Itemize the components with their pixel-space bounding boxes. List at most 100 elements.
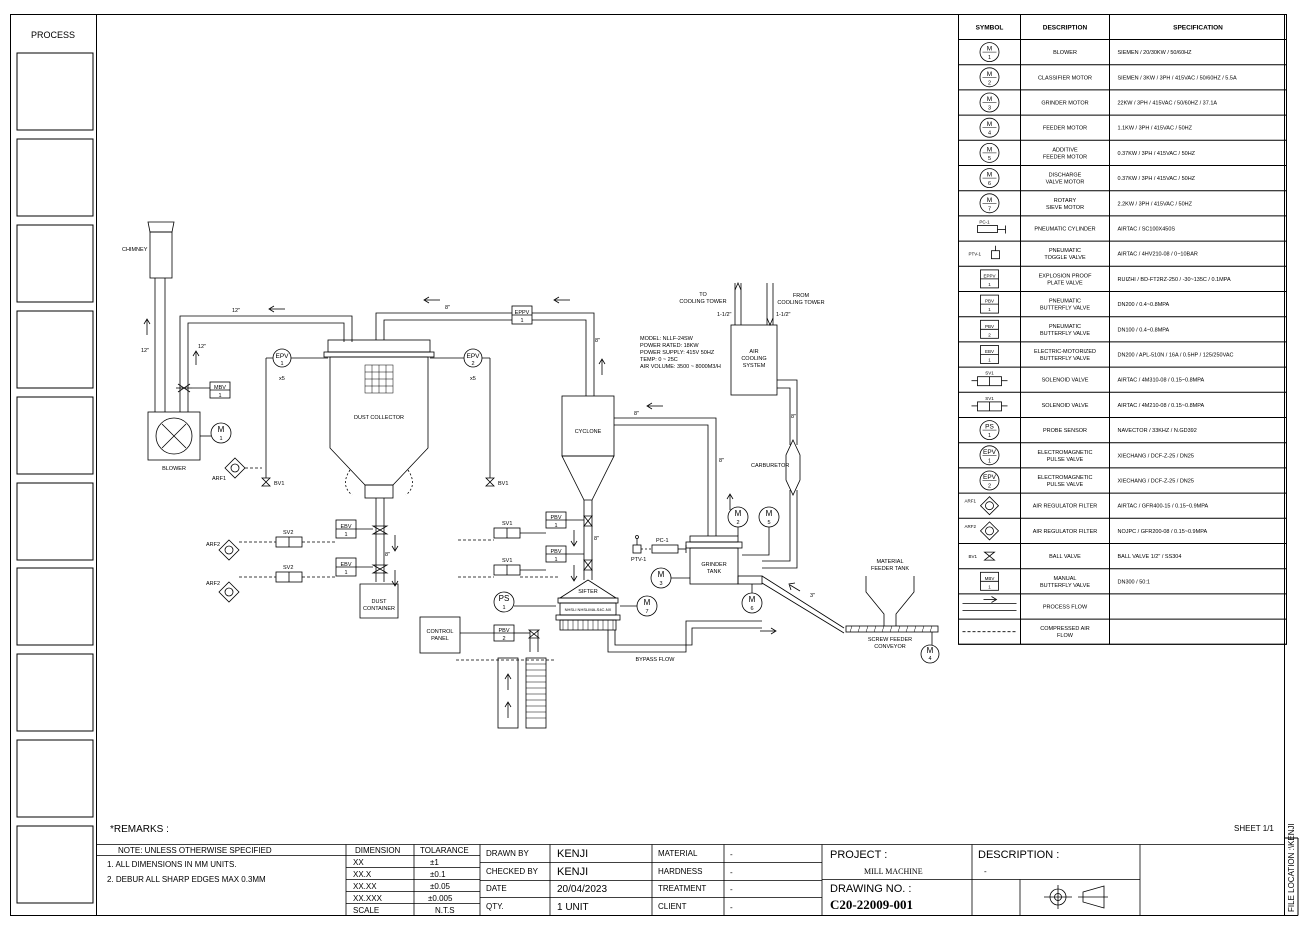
svg-text:SV1: SV1 [502, 558, 512, 564]
svg-text:20/04/2023: 20/04/2023 [557, 884, 607, 895]
svg-text:2. DEBUR ALL SHARP EDGES MAX 0: 2. DEBUR ALL SHARP EDGES MAX 0.3MM [107, 875, 266, 884]
legend-header-specification: SPECIFICATION [1173, 25, 1223, 32]
svg-text:PBV: PBV [550, 549, 561, 555]
svg-text:SYSTEM: SYSTEM [743, 363, 766, 369]
svg-text:1: 1 [554, 557, 557, 563]
dust-collector: DUST COLLECTOR [323, 339, 435, 499]
svg-text:N.T.S: N.T.S [435, 906, 455, 915]
svg-text:5: 5 [988, 156, 991, 162]
process-boxes [16, 52, 94, 904]
svg-text:2: 2 [471, 361, 474, 367]
svg-text:1: 1 [344, 532, 347, 538]
legend-symbol-filter: ARF1 [965, 496, 1000, 516]
svg-text:M: M [658, 570, 665, 579]
svg-text:BV1: BV1 [274, 481, 284, 487]
svg-text:XX: XX [353, 858, 364, 867]
legend-symbol-filter: ARF2 [965, 521, 1000, 541]
svg-text:1: 1 [988, 307, 991, 312]
process-box [16, 482, 94, 561]
legend-specification: 0.37KW / 3PH / 415VAC / 50HZ [1118, 176, 1196, 182]
legend-description: PLATE VALVE [1047, 280, 1083, 286]
legend-symbol-cylinder: PC-1 [977, 220, 1006, 234]
svg-text:MBV: MBV [214, 385, 226, 391]
legend-description: FEEDER MOTOR [1043, 126, 1087, 132]
legend-symbol-motor: M7 [979, 193, 1000, 214]
cyclone-label: CYCLONE [575, 429, 602, 435]
legend-symbol-toggle: PTV-1 [969, 245, 1000, 260]
legend-description: BUTTERFLY VALVE [1040, 306, 1090, 312]
legend-symbol-box: EPPV 1 [980, 269, 999, 289]
legend-specification: XIECHANG / DCF-Z-25 / DN25 [1118, 479, 1194, 485]
svg-text:SIFTER: SIFTER [578, 589, 598, 595]
file-location: FILE LOCATION :\KENJI [1287, 823, 1296, 912]
svg-text:CONTROL: CONTROL [427, 629, 454, 635]
sifter: SIFTER NHSLI NHSLIMA-S4C-NX M 7 PS 1 [493, 515, 762, 663]
legend-specification: DN200 / 0.4~0.8MPA [1118, 302, 1170, 308]
epv-1 [272, 348, 292, 368]
svg-text:M: M [735, 509, 742, 518]
svg-text:±1: ±1 [430, 858, 439, 867]
svg-text:PBV: PBV [550, 515, 561, 521]
svg-text:-: - [730, 903, 733, 912]
epv-2 [463, 348, 483, 368]
legend-description: BUTTERFLY VALVE [1040, 356, 1090, 362]
arf1 [224, 457, 246, 479]
control-panel-area: CONTROL PANEL PBV 2 [419, 616, 556, 729]
legend-description: PULSE VALVE [1047, 482, 1084, 488]
legend-symbol-ball: BV1 [969, 551, 996, 561]
motor-m4 [920, 644, 940, 664]
legend-specification: AIRTAC / SC100X450S [1118, 227, 1176, 233]
svg-text:SV1: SV1 [985, 371, 994, 376]
svg-text:CLIENT: CLIENT [658, 902, 687, 911]
process-box [16, 567, 94, 646]
svg-text:8": 8" [594, 536, 599, 542]
legend-description: PNEUMATIC [1049, 324, 1081, 330]
legend-symbol-motor: M2 [979, 67, 1000, 88]
svg-text:NOTE: UNLESS OTHERWISE SPECIFI: NOTE: UNLESS OTHERWISE SPECIFIED [118, 846, 272, 855]
process-box [16, 52, 94, 131]
legend-description: BLOWER [1053, 50, 1077, 56]
svg-text:-: - [730, 885, 733, 894]
svg-text:CHECKED BY: CHECKED BY [486, 867, 539, 876]
legend-description: SIEVE MOTOR [1046, 205, 1084, 211]
svg-text:ARF1: ARF1 [965, 499, 977, 504]
svg-text:EPPV: EPPV [983, 273, 995, 278]
svg-text:M: M [766, 509, 773, 518]
svg-text:±0.005: ±0.005 [428, 894, 453, 903]
svg-text:2: 2 [988, 80, 991, 86]
svg-text:3: 3 [988, 106, 991, 112]
legend-description: ELECTROMAGNETIC [1037, 475, 1092, 481]
blower-duct: 12" 12" MBV 1 [176, 305, 353, 412]
legend-specification: NOJPC / GFR200-08 / 0.15~0.9MPA [1118, 529, 1208, 535]
grinder-return-duct: 8" [614, 417, 734, 536]
material-feeder-tank [865, 576, 885, 626]
svg-text:12": 12" [141, 348, 149, 354]
legend-description: EXPLOSION PROOF [1039, 273, 1093, 279]
svg-text:SV1: SV1 [985, 396, 994, 401]
legend-specification: DN100 / 0.4~0.8MPA [1118, 327, 1170, 333]
legend-description: BUTTERFLY VALVE [1040, 331, 1090, 337]
svg-text:M: M [987, 71, 992, 78]
svg-text:1: 1 [988, 282, 991, 287]
svg-text:EPV: EPV [983, 449, 997, 456]
svg-text:2: 2 [736, 520, 739, 526]
svg-text:CONVEYOR: CONVEYOR [874, 644, 906, 650]
svg-text:QTY.: QTY. [486, 902, 504, 911]
svg-text:DRAWING NO. :: DRAWING NO. : [830, 883, 911, 895]
svg-text:PBV: PBV [985, 324, 994, 329]
svg-text:SV2: SV2 [283, 530, 293, 536]
legend-description: DISCHARGE [1049, 173, 1082, 179]
svg-text:DUST: DUST [372, 599, 388, 605]
legend-specification: BALL VALVE 1/2" / SS304 [1118, 554, 1182, 560]
process-box [16, 224, 94, 303]
arf2-a [218, 539, 240, 561]
svg-text:1: 1 [988, 55, 991, 61]
legend-symbol-motor: M5 [979, 142, 1000, 163]
svg-text:4: 4 [988, 131, 991, 137]
svg-text:±0.05: ±0.05 [430, 882, 451, 891]
svg-text:1-1/2": 1-1/2" [776, 312, 791, 318]
svg-text:M: M [987, 46, 992, 53]
svg-text:PC-1: PC-1 [656, 538, 669, 544]
svg-text:1: 1 [219, 436, 222, 442]
legend-description: ROTARY [1054, 198, 1077, 204]
